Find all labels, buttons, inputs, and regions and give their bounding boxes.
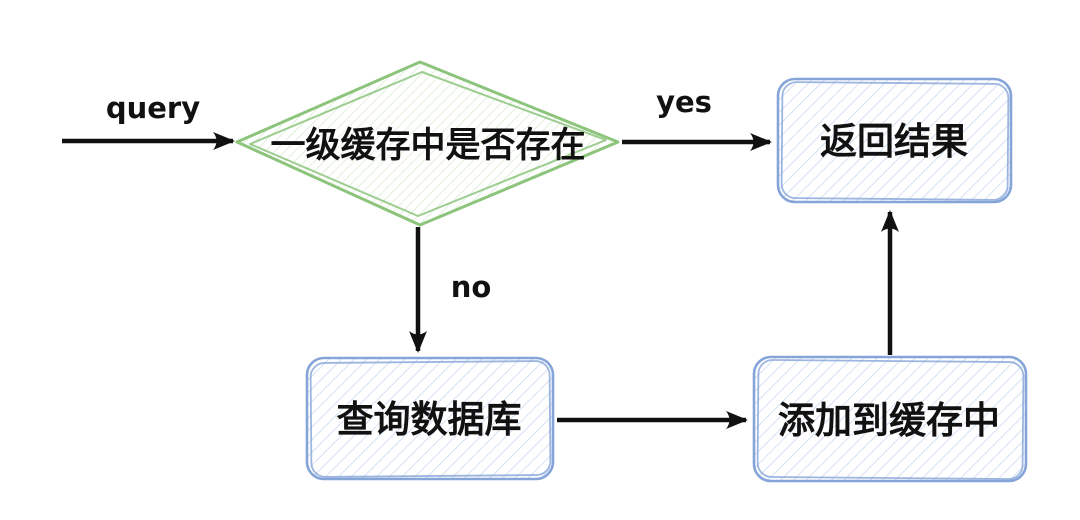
node-add-to-cache-shape-echo xyxy=(756,359,1025,480)
edge-yes-label: yes xyxy=(656,85,712,119)
edge-query: query xyxy=(62,91,235,150)
node-query-db-shape-echo xyxy=(309,360,552,478)
node-return-result-shape-echo xyxy=(780,81,1010,201)
edge-no: no xyxy=(409,227,492,353)
node-query-db: 查询数据库 xyxy=(305,356,555,481)
node-return-result: 返回结果 xyxy=(776,77,1013,204)
node-query-db-shape xyxy=(305,356,555,481)
edge-no-label: no xyxy=(451,270,492,304)
node-cache-check-label: 一级缓存中是否存在 xyxy=(270,126,585,166)
node-cache-check-shape-echo xyxy=(249,71,607,217)
node-cache-check-shape xyxy=(235,60,620,227)
edge-query-label: query xyxy=(106,91,200,125)
node-add-to-cache: 添加到缓存中 xyxy=(752,355,1028,483)
edge-yes: yes xyxy=(622,85,772,151)
node-add-to-cache-shape xyxy=(752,355,1028,483)
node-query-db-label: 查询数据库 xyxy=(337,398,522,441)
node-return-result-label: 返回结果 xyxy=(820,120,968,163)
node-cache-check: 一级缓存中是否存在 xyxy=(235,60,620,227)
node-return-result-shape xyxy=(776,77,1013,204)
node-add-to-cache-label: 添加到缓存中 xyxy=(778,399,1000,442)
